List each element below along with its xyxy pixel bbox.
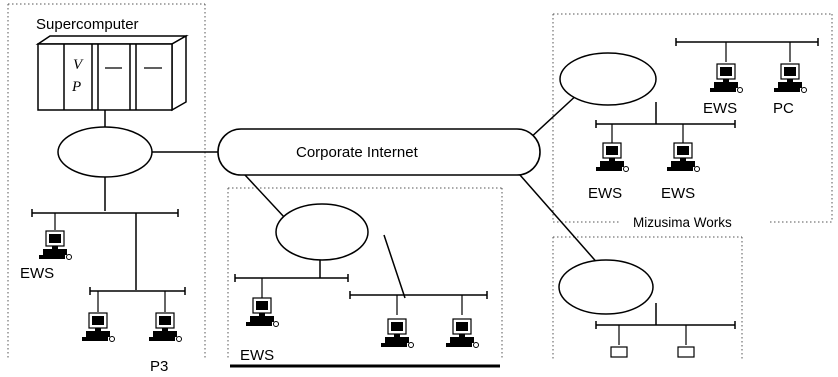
workstation-icon bbox=[445, 318, 480, 349]
center-router bbox=[275, 203, 369, 261]
ews-label: EWS bbox=[240, 347, 274, 364]
workstation-icon bbox=[148, 312, 183, 343]
partial-device-icon bbox=[610, 346, 695, 358]
corporate-internet-label: Corporate Internet bbox=[296, 144, 419, 161]
corporate-internet-backbone bbox=[217, 128, 541, 176]
workstation-icon bbox=[666, 142, 701, 173]
lower-right-router bbox=[558, 259, 654, 315]
workstation-icon bbox=[595, 142, 630, 173]
drop-lines bbox=[54, 42, 791, 345]
workstation-icon bbox=[709, 63, 744, 94]
supercomputer-icon bbox=[35, 34, 189, 112]
workstation-icon bbox=[380, 318, 415, 349]
lower-right-site-boundary bbox=[552, 236, 743, 360]
pc-label: PC bbox=[773, 100, 794, 117]
mizusima-router bbox=[559, 52, 657, 106]
workstation-icon bbox=[38, 230, 73, 261]
supercomputer-label: Supercomputer bbox=[36, 16, 139, 33]
ews-label: EWS bbox=[20, 265, 54, 282]
center-site-boundary bbox=[227, 187, 503, 360]
mizusima-works-label: Mizusima Works bbox=[633, 215, 732, 230]
left-router bbox=[57, 126, 153, 178]
partial-label: P3 bbox=[150, 358, 168, 375]
vp-p-label: P bbox=[71, 79, 81, 95]
left-site-boundary bbox=[7, 3, 206, 360]
workstation-icon bbox=[81, 312, 116, 343]
mizusima-site-boundary bbox=[552, 13, 833, 223]
vp-v-label: V bbox=[73, 57, 84, 73]
workstation-icon bbox=[245, 297, 280, 328]
ews-label: EWS bbox=[703, 100, 737, 117]
pc-icon bbox=[773, 63, 808, 94]
ews-label: EWS bbox=[661, 185, 695, 202]
ews-label: EWS bbox=[588, 185, 622, 202]
